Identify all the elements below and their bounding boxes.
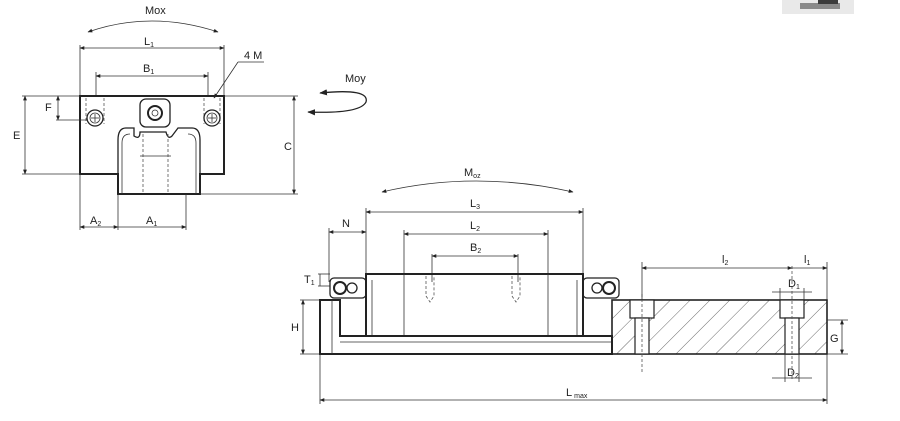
g-label: G (830, 333, 839, 345)
t1-label: T1 (304, 274, 315, 287)
d2-label: D2 (787, 367, 799, 380)
side-view: Moz L3 L2 B2 N T1 H (291, 167, 620, 355)
l3-label: L3 (470, 198, 480, 211)
b2-label: B2 (470, 242, 481, 255)
rail-section-view: l2 l1 D1 D2 G (611, 254, 848, 382)
grease-nipple-right (203, 109, 221, 127)
b1-label: B1 (143, 63, 154, 76)
rail-side (319, 299, 613, 355)
corner-photo-fragment (782, 0, 854, 14)
a1-label: A1 (146, 215, 157, 228)
c-label: C (284, 141, 292, 153)
h-label: H (291, 322, 299, 334)
a2-label: A2 (90, 215, 101, 228)
moz-label: Moz (464, 167, 481, 180)
end-nipple-left (329, 277, 367, 299)
e-label: E (13, 130, 20, 142)
end-nipple-right (582, 277, 620, 299)
n-label: N (342, 218, 350, 230)
l2-label: L2 (470, 220, 480, 233)
hole-label-4m: 4 M (244, 50, 262, 62)
d1-label: D1 (788, 278, 800, 291)
front-view: Mox L1 B1 4 M (13, 5, 298, 230)
l1-label: L1 (144, 36, 154, 49)
lube-fitting-center (139, 98, 171, 128)
l1-rail-label: l1 (804, 254, 810, 267)
mox-label: Mox (145, 5, 166, 17)
mox-arrow (87, 20, 219, 33)
l2-rail-label: l2 (722, 254, 728, 267)
rail-profile (117, 127, 201, 194)
carriage-side (365, 273, 584, 337)
f-label: F (45, 102, 52, 114)
grease-nipple-left (86, 109, 104, 127)
moy-label: Moy (345, 73, 366, 85)
carriage-body (79, 95, 225, 195)
moy-indicator: Moy (307, 73, 367, 116)
